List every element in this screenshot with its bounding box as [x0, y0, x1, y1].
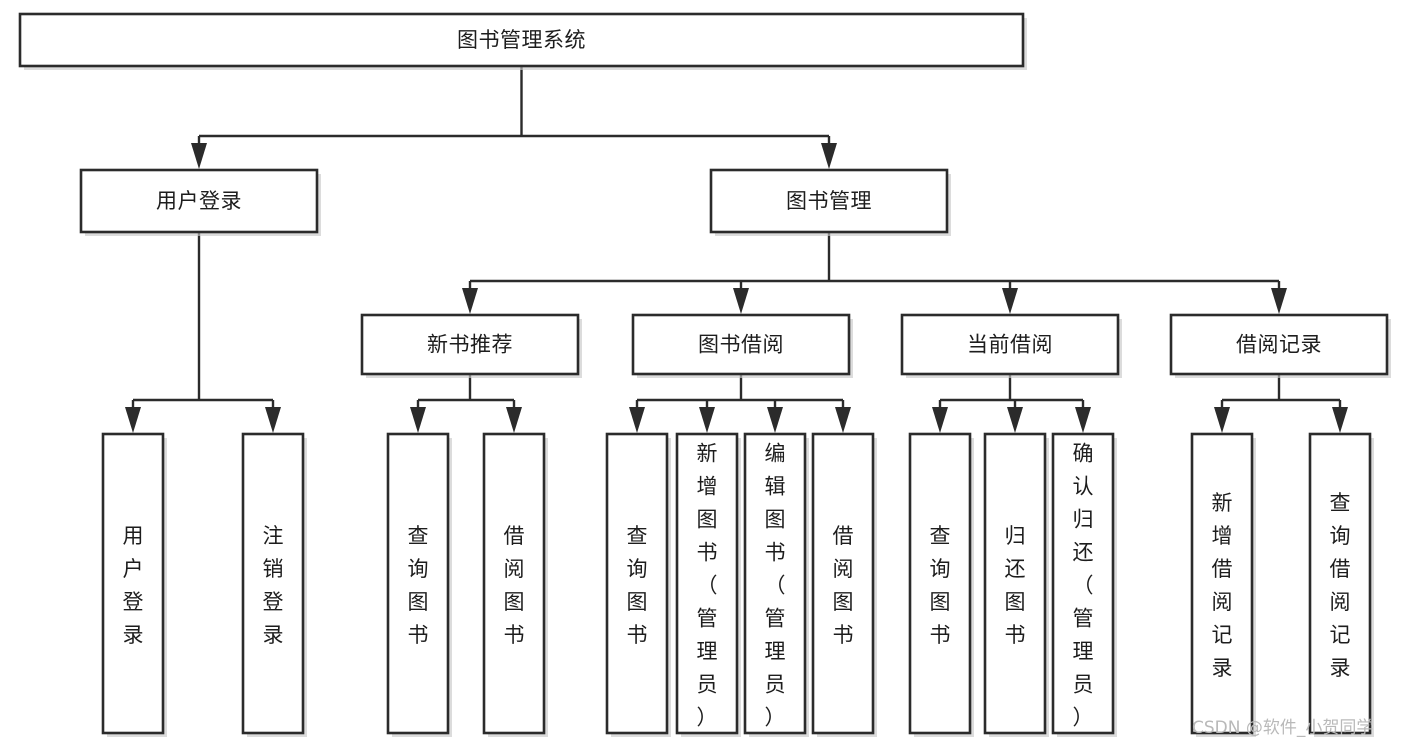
node-label: 图书借阅 [698, 333, 784, 357]
csdn-watermark: CSDN @软件_小贺同学 [1192, 718, 1373, 738]
node-label: 归还图书 [1005, 524, 1026, 647]
edge-group-borrow-record [1214, 374, 1348, 433]
node-label: 新书推荐 [427, 333, 513, 357]
node-box[interactable] [1051, 432, 1115, 735]
node-box[interactable] [101, 432, 165, 735]
edge-group-current-borrow [932, 374, 1091, 433]
node-box[interactable] [900, 313, 1120, 376]
node-box[interactable] [18, 12, 1025, 68]
node-leaf-query-book-2[interactable]: 查询图书 [605, 432, 671, 737]
node-box[interactable] [360, 313, 580, 376]
node-label: 注销登录 [263, 524, 284, 647]
node-box[interactable] [908, 432, 972, 735]
edges-layer [125, 66, 1348, 433]
node-borrow-record[interactable]: 借阅记录 [1169, 313, 1391, 378]
node-label: 图书管理 [786, 189, 872, 213]
node-box[interactable] [983, 432, 1047, 735]
node-leaf-edit-book-admin[interactable]: 编辑图书（管理员） [743, 432, 809, 737]
node-box[interactable] [241, 432, 305, 735]
edge-group-book-manage [462, 232, 1287, 314]
node-label: 图书管理系统 [457, 28, 586, 52]
node-leaf-query-book-1[interactable]: 查询图书 [386, 432, 452, 737]
node-user-login[interactable]: 用户登录 [79, 168, 321, 236]
node-box[interactable] [386, 432, 450, 735]
node-label: 借阅图书 [504, 524, 525, 647]
node-label: 查询图书 [408, 524, 429, 647]
node-label: 当前借阅 [967, 333, 1053, 357]
node-book-borrow[interactable]: 图书借阅 [631, 313, 853, 378]
node-leaf-borrow-book-2[interactable]: 借阅图书 [811, 432, 877, 737]
node-box[interactable] [743, 432, 807, 735]
node-box[interactable] [811, 432, 875, 735]
node-leaf-query-borrow-record[interactable]: 查询借阅记录 [1308, 432, 1374, 737]
edge-group-user-login [125, 232, 281, 433]
node-leaf-add-borrow-record[interactable]: 新增借阅记录 [1190, 432, 1256, 737]
node-label: 新增借阅记录 [1212, 491, 1233, 680]
node-box[interactable] [482, 432, 546, 735]
node-box[interactable] [79, 168, 319, 234]
node-leaf-query-book-3[interactable]: 查询图书 [908, 432, 974, 737]
node-leaf-user-login[interactable]: 用户登录 [101, 432, 167, 737]
node-box[interactable] [1190, 432, 1254, 735]
node-box[interactable] [1169, 313, 1389, 376]
node-new-book-recommend[interactable]: 新书推荐 [360, 313, 582, 378]
nodes-layer: 图书管理系统用户登录图书管理新书推荐图书借阅当前借阅借阅记录用户登录注销登录查询… [18, 12, 1391, 737]
node-label: 新增图书（管理员） [697, 442, 718, 730]
node-box[interactable] [1308, 432, 1372, 735]
node-label: 借阅记录 [1236, 333, 1322, 357]
node-box[interactable] [605, 432, 669, 735]
node-label: 确认归还（管理员） [1073, 442, 1094, 730]
node-current-borrow[interactable]: 当前借阅 [900, 313, 1122, 378]
node-label: 用户登录 [123, 524, 144, 647]
node-leaf-add-book-admin[interactable]: 新增图书（管理员） [675, 432, 741, 737]
node-label: 查询图书 [627, 524, 648, 647]
node-book-manage[interactable]: 图书管理 [709, 168, 951, 236]
node-leaf-confirm-return-admin[interactable]: 确认归还（管理员） [1051, 432, 1117, 737]
node-leaf-return-book[interactable]: 归还图书 [983, 432, 1049, 737]
node-label: 编辑图书（管理员） [765, 442, 786, 730]
node-label: 用户登录 [156, 189, 242, 213]
edge-group-book-borrow [629, 374, 851, 433]
node-box[interactable] [675, 432, 739, 735]
edge-group-root [191, 66, 837, 169]
node-box[interactable] [709, 168, 949, 234]
node-label: 查询借阅记录 [1330, 491, 1351, 680]
node-label: 查询图书 [930, 524, 951, 647]
node-box[interactable] [631, 313, 851, 376]
node-leaf-logout-login[interactable]: 注销登录 [241, 432, 307, 737]
node-leaf-borrow-book-1[interactable]: 借阅图书 [482, 432, 548, 737]
node-root[interactable]: 图书管理系统 [18, 12, 1027, 70]
edge-group-new-book-recommend [410, 374, 522, 433]
node-label: 借阅图书 [833, 524, 854, 647]
